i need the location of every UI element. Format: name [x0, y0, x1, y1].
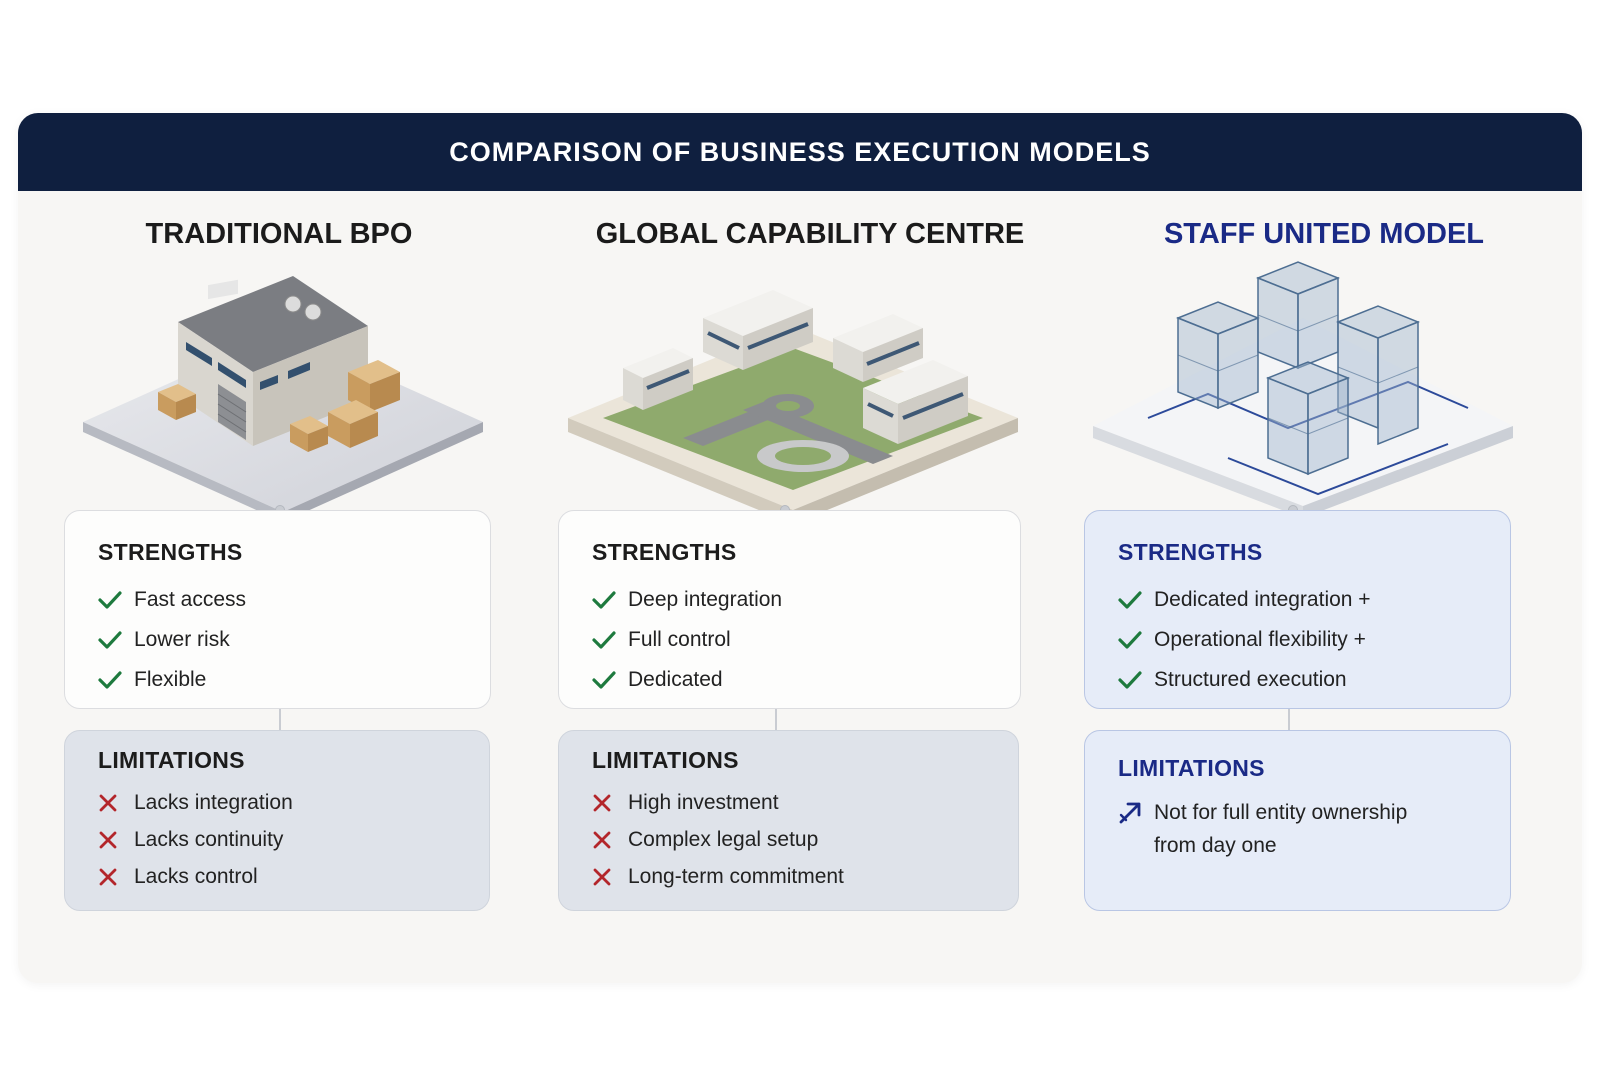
list-item: Dedicated integration + [1118, 580, 1478, 620]
column-title-staff-united: STAFF UNITED MODEL [1163, 218, 1485, 250]
limitations-card-gcc: LIMITATIONS High investment Complex lega… [558, 730, 1019, 911]
strength-text: Dedicated [628, 668, 723, 691]
limitation-text: Not for full entity ownership [1154, 801, 1408, 824]
cross-icon [592, 867, 628, 887]
cross-icon [98, 830, 134, 850]
limitation-text: High investment [628, 790, 779, 814]
list-item: Long-term commitment [592, 858, 986, 895]
list-item: High investment [592, 784, 986, 821]
limitation-text: from day one [1154, 834, 1277, 857]
check-icon [98, 670, 134, 690]
limitations-card-staff-united: LIMITATIONS Not for full entity ownershi… [1084, 730, 1511, 911]
strengths-heading: STRENGTHS [98, 539, 243, 565]
list-item: Lacks control [98, 858, 457, 895]
list-item: Flexible [98, 660, 458, 700]
list-item: Complex legal setup [592, 821, 986, 858]
limitation-text: Complex legal setup [628, 827, 819, 851]
limitation-text: Lacks integration [134, 790, 293, 814]
list-item: Full control [592, 620, 988, 660]
list-item: Structured execution [1118, 660, 1478, 700]
column-title-bpo: TRADITIONAL BPO [145, 218, 413, 250]
strengths-heading: STRENGTHS [1118, 539, 1263, 565]
check-icon [98, 590, 134, 610]
check-icon [1118, 590, 1154, 610]
check-icon [592, 670, 628, 690]
list-item: Operational flexibility + [1118, 620, 1478, 660]
strength-text: Dedicated integration + [1154, 588, 1371, 611]
list-item: Lower risk [98, 620, 458, 660]
connector-line [775, 708, 777, 732]
strengths-card-staff-united: STRENGTHS Dedicated integration + Operat… [1084, 510, 1511, 709]
check-icon [1118, 670, 1154, 690]
connector-line [1288, 708, 1290, 732]
check-icon [592, 630, 628, 650]
limitations-heading: LIMITATIONS [1118, 755, 1265, 781]
column-title-gcc: GLOBAL CAPABILITY CENTRE [595, 218, 1025, 250]
cross-icon [98, 793, 134, 813]
trend-arrow-icon [1118, 796, 1154, 862]
cross-icon [98, 867, 134, 887]
list-item: Fast access [98, 580, 458, 620]
glass-modular-structure-icon [1093, 261, 1513, 518]
strength-text: Full control [628, 628, 731, 651]
warehouse-building-icon [83, 276, 483, 522]
cross-icon [592, 830, 628, 850]
strength-text: Structured execution [1154, 668, 1347, 691]
check-icon [592, 590, 628, 610]
strength-text: Operational flexibility + [1154, 628, 1366, 651]
limitations-card-bpo: LIMITATIONS Lacks integration Lacks cont… [64, 730, 490, 911]
limitation-text: Long-term commitment [628, 864, 844, 888]
list-item: Dedicated [592, 660, 988, 700]
list-item: Lacks integration [98, 784, 457, 821]
strengths-heading: STRENGTHS [592, 539, 737, 565]
strength-text: Lower risk [134, 628, 230, 651]
page-title: COMPARISON OF BUSINESS EXECUTION MODELS [18, 113, 1582, 191]
limitations-heading: LIMITATIONS [592, 747, 739, 773]
strength-text: Flexible [134, 668, 207, 691]
strengths-card-bpo: STRENGTHS Fast access Lower risk Flexibl… [64, 510, 491, 709]
connector-line [279, 708, 281, 732]
list-item: Lacks continuity [98, 821, 457, 858]
strength-text: Fast access [134, 588, 247, 611]
list-item: Deep integration [592, 580, 988, 620]
check-icon [1118, 630, 1154, 650]
limitation-text: Lacks control [134, 864, 258, 888]
limitations-heading: LIMITATIONS [98, 747, 245, 773]
campus-buildings-icon [568, 290, 1018, 524]
list-item: Not for full entity ownership from day o… [1118, 796, 1478, 862]
check-icon [98, 630, 134, 650]
strengths-card-gcc: STRENGTHS Deep integration Full control … [558, 510, 1021, 709]
cross-icon [592, 793, 628, 813]
limitation-text: Lacks continuity [134, 827, 284, 851]
strength-text: Deep integration [628, 588, 783, 611]
